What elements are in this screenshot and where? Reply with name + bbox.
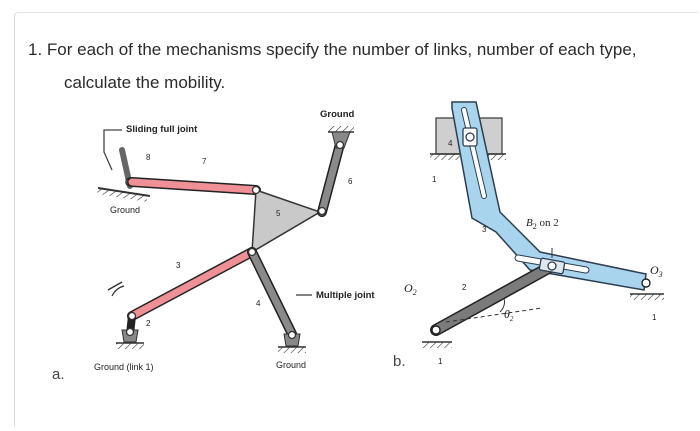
- multiple-joint-label: Multiple joint: [316, 290, 375, 301]
- o3-label: O3: [650, 263, 663, 279]
- b-link-3: [451, 101, 647, 291]
- link-4-number: 4: [256, 299, 261, 308]
- ground-link1-label: Ground (link 1): [94, 362, 154, 372]
- figure-b-label: b.: [393, 353, 406, 370]
- theta2-label: θ2: [504, 307, 514, 323]
- question-line-1: 1. For each of the mechanisms specify th…: [28, 40, 637, 59]
- b-link-4-number: 4: [448, 139, 453, 148]
- b2-on-2-label: B2 on 2: [526, 217, 559, 231]
- link-5-plate: [251, 188, 322, 254]
- link-6-number: 6: [348, 177, 353, 186]
- link-8-number: 8: [146, 153, 151, 162]
- sliding-joint-label: Sliding full joint: [126, 124, 198, 135]
- b-link-3-number: 3: [482, 225, 487, 234]
- b-link-2-number: 2: [462, 283, 467, 292]
- figure-a: Sliding full joint 8 Ground 7 5 Ground 6: [94, 109, 375, 372]
- ground-left-label: Ground: [110, 205, 140, 215]
- link-3-number: 3: [176, 261, 181, 270]
- o2-label: O2: [404, 281, 417, 297]
- figure-a-label: a.: [52, 366, 65, 383]
- ground-bottom-right-label: Ground: [276, 360, 306, 370]
- link-5-number: 5: [276, 209, 281, 218]
- b-link-1-number-right: 1: [652, 313, 657, 322]
- figure-b: 4 1 3 2 1 1 O2: [404, 101, 664, 366]
- link-2-number: 2: [146, 319, 151, 328]
- b-link-1-number-bottom: 1: [438, 357, 443, 366]
- sliding-joint-leader: [103, 129, 122, 171]
- link-7-number: 7: [202, 157, 207, 166]
- slider-block: [97, 147, 151, 202]
- b-link-1-number-top: 1: [432, 175, 437, 184]
- page-frame: [14, 12, 699, 427]
- ground-top-label: Ground: [320, 109, 354, 120]
- question-line-2: calculate the mobility.: [64, 73, 226, 92]
